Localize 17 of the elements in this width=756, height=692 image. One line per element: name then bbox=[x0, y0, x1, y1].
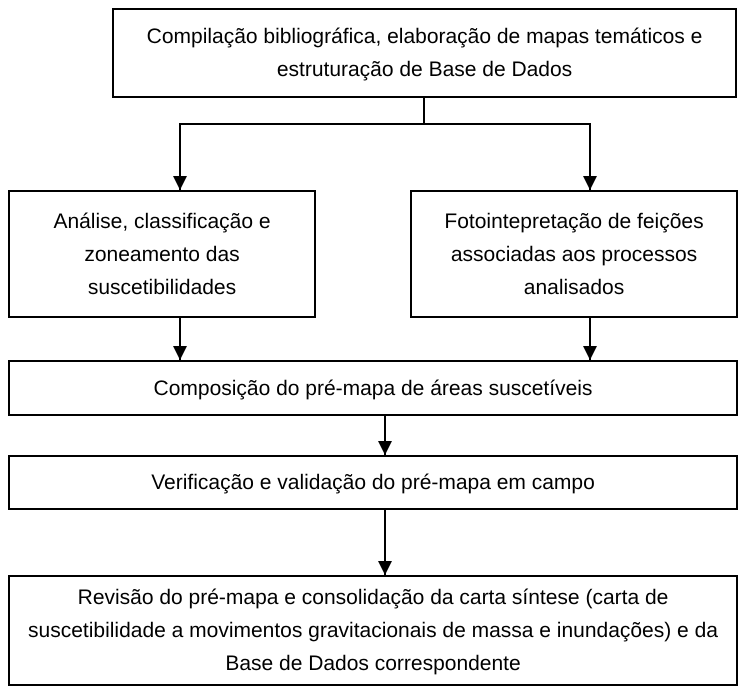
arrow bbox=[378, 416, 392, 455]
box-text: Compilação bibliográfica, elaboração de mapas temáticos e estruturação de Base de Dados bbox=[146, 24, 704, 83]
arrow bbox=[378, 510, 392, 575]
box-text: Composição do pré-mapa de áreas suscetíveis bbox=[154, 376, 592, 402]
process-box bbox=[8, 190, 316, 318]
process-box bbox=[8, 455, 738, 510]
arrow bbox=[423, 98, 597, 190]
process-box bbox=[112, 8, 737, 98]
box-text: Revisão do pré-mapa e consolidação da carta síntese (carta de suscetibilidade a movimentos gravitacionais de massa e inundações) e da Base de Dados correspondente bbox=[27, 585, 719, 677]
box-text: Análise, classificação e zoneamento das suscetibilidades bbox=[52, 208, 272, 300]
box-text: Verificação e validação do pré-mapa em campo bbox=[151, 470, 595, 496]
arrow bbox=[583, 318, 597, 360]
arrow bbox=[173, 318, 187, 360]
process-box bbox=[8, 360, 738, 416]
process-box bbox=[8, 575, 738, 686]
box-text: Fotointepretação de feições associadas aos processos analisados bbox=[443, 208, 705, 300]
process-box bbox=[410, 190, 738, 318]
